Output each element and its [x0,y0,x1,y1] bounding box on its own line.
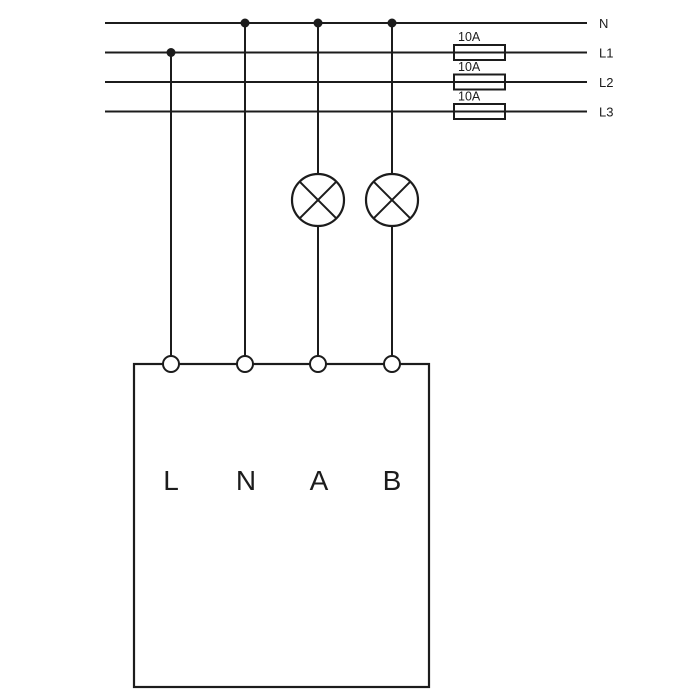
junction-dots [166,18,397,57]
device: L N A B [132,355,431,689]
terminal-label-l: L [163,465,179,496]
fuse-rating-l3: 10A [458,90,481,104]
lamp-cross-stroke [298,180,338,220]
bus-label-l3: L3 [599,105,613,120]
device-box [132,362,431,689]
terminal-b [383,355,401,373]
terminal-label-n: N [236,465,256,496]
fuses: 10A 10A 10A [453,30,506,120]
bus-lines: N L1 L2 L3 [105,16,613,120]
drop-wires [170,23,393,356]
fuse-body-icon [453,73,506,91]
junction-dot-n2 [313,18,323,28]
junction-dot-n3 [387,18,397,28]
bus-label-n: N [599,16,608,31]
bus-label-l2: L2 [599,75,613,90]
terminal-l [162,355,180,373]
fuse-l1: 10A [453,30,506,61]
fuse-l2: 10A [453,60,506,91]
lamp-a [290,172,346,228]
fuse-l3: 10A [453,90,506,120]
fuse-body-icon [453,103,506,120]
terminal-label-a: A [310,465,329,496]
bus-label-l1: L1 [599,46,613,61]
fuse-body-icon [453,44,506,61]
terminal-n [236,355,254,373]
junction-dot-n1 [240,18,250,28]
fuse-rating-l2: 10A [458,60,481,74]
lamp-cross-stroke [372,180,412,220]
lamp-icon [364,172,420,228]
terminal-a [309,355,327,373]
junction-dot-l1 [166,48,176,57]
lamp-b [364,172,420,228]
fuse-rating-l1: 10A [458,30,481,44]
lamp-icon [290,172,346,228]
terminal-label-b: B [383,465,402,496]
